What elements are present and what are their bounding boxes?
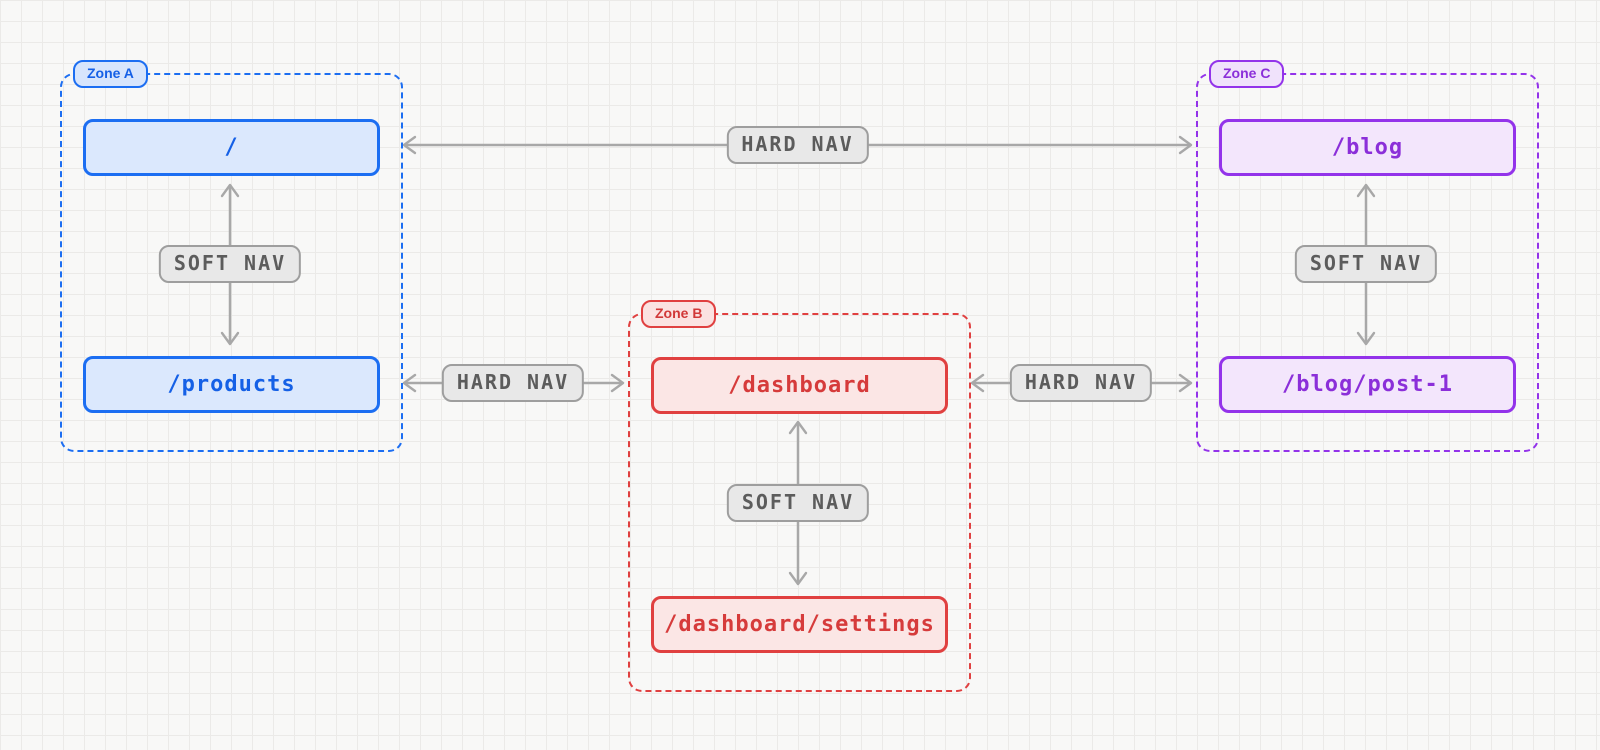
zone-b-boundary: Zone B /dashboard /dashboard/settings <box>628 300 971 692</box>
soft-nav-label-zone-a: SOFT NAV <box>158 245 302 283</box>
zone-a-boundary: Zone A / /products <box>60 60 403 452</box>
zone-a-label: Zone A <box>73 60 148 88</box>
route-node-dashboard: /dashboard <box>651 357 948 414</box>
hard-nav-label-root-blog: HARD NAV <box>726 126 869 164</box>
route-node-root: / <box>83 119 380 176</box>
zone-c-boundary: Zone C /blog /blog/post-1 <box>1196 60 1539 452</box>
zone-b-label: Zone B <box>641 300 717 328</box>
soft-nav-label-zone-b: SOFT NAV <box>726 484 870 522</box>
route-node-dashboard-settings: /dashboard/settings <box>651 596 948 653</box>
route-node-blog-post-1: /blog/post-1 <box>1219 356 1516 413</box>
route-node-products: /products <box>83 356 380 413</box>
hard-nav-label-dashboard-blogpost: HARD NAV <box>1009 364 1153 402</box>
route-node-blog: /blog <box>1219 119 1516 176</box>
zone-c-label: Zone C <box>1209 60 1285 88</box>
hard-nav-label-products-dashboard: HARD NAV <box>441 364 585 402</box>
soft-nav-label-zone-c: SOFT NAV <box>1294 245 1438 283</box>
